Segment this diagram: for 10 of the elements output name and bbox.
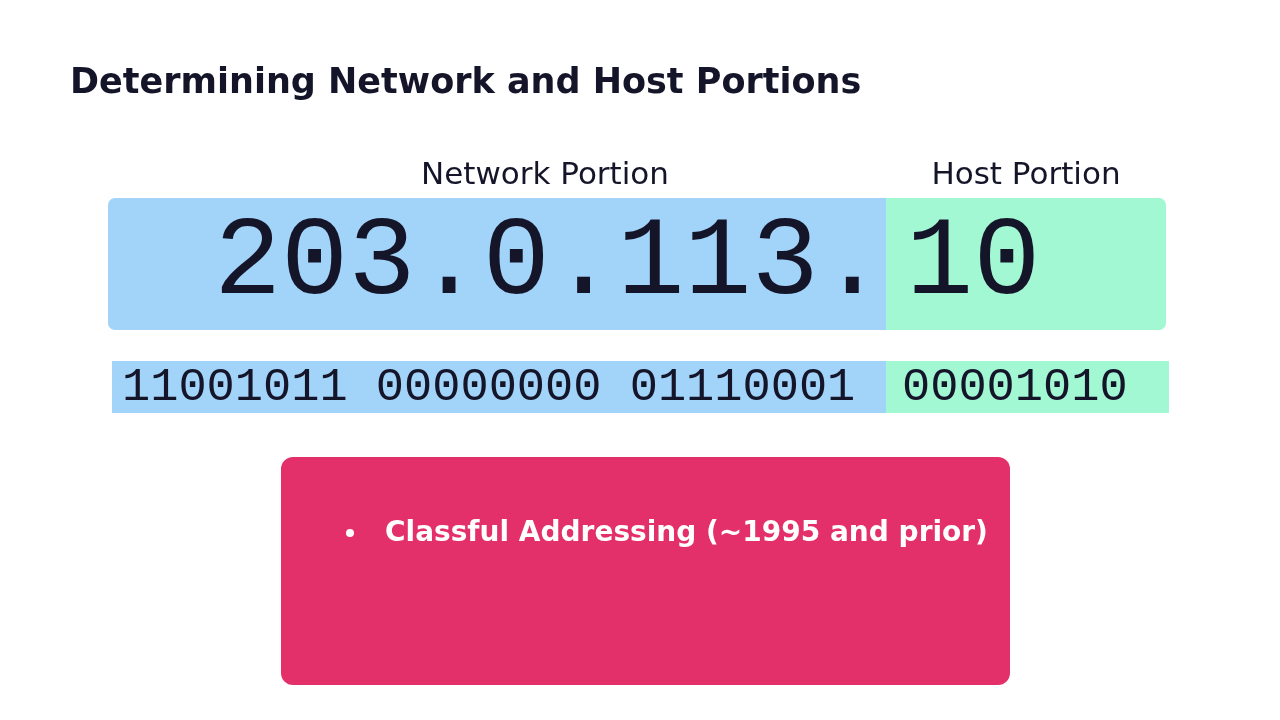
binary-host-band bbox=[886, 361, 1169, 413]
ip-address-digits: 10 bbox=[906, 208, 1041, 320]
bullet-text: Classful Addressing (~1995 and prior) bbox=[385, 515, 988, 549]
portion-heading: Host Portion bbox=[931, 156, 1121, 192]
binary-digits: 00001010 bbox=[902, 363, 1128, 411]
ip-address-digits: 203.0.113. bbox=[213, 208, 886, 320]
slide-title: Determining Network and Host Portions bbox=[70, 62, 862, 101]
binary-digits: 11001011 00000000 01110001 bbox=[122, 363, 856, 411]
portion-heading: Network Portion bbox=[421, 156, 669, 192]
note-box bbox=[281, 457, 1010, 685]
